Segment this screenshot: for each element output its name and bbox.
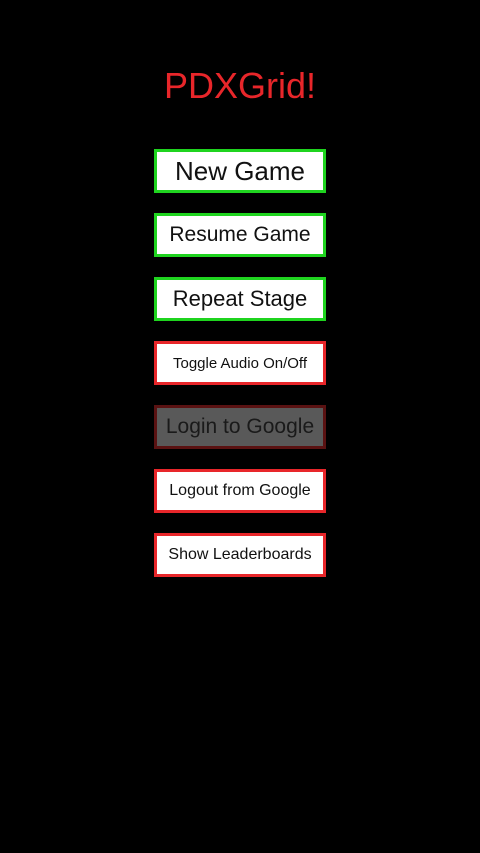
toggle-audio-button[interactable]: Toggle Audio On/Off [154,341,326,385]
new-game-button[interactable]: New Game [154,149,326,193]
show-leaderboards-button[interactable]: Show Leaderboards [154,533,326,577]
login-google-button[interactable]: Login to Google [154,405,326,449]
repeat-stage-button[interactable]: Repeat Stage [154,277,326,321]
game-title: PDXGrid! [163,65,317,106]
resume-game-button[interactable]: Resume Game [154,213,326,257]
logout-google-button[interactable]: Logout from Google [154,469,326,513]
